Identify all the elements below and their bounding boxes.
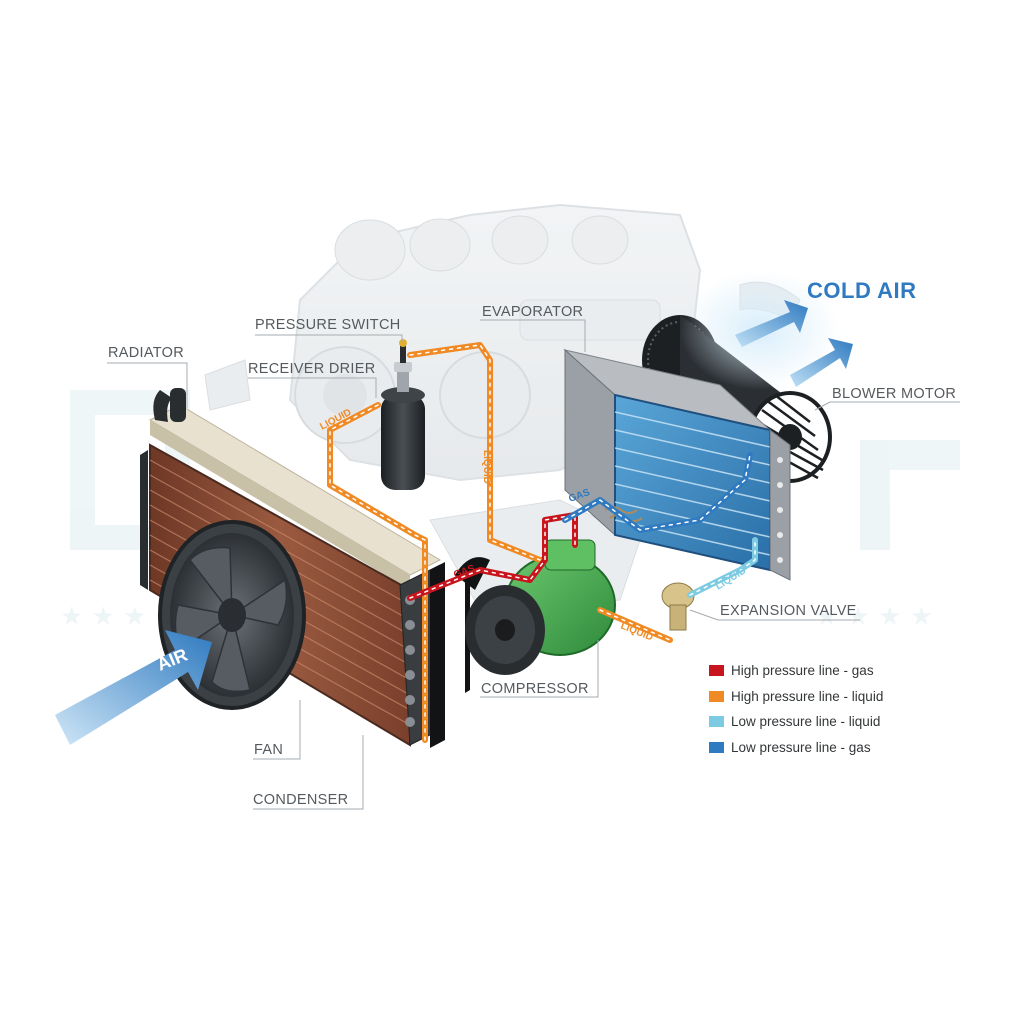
label-radiator: RADIATOR: [108, 345, 184, 361]
label-expansion-valve: EXPANSION VALVE: [720, 603, 857, 619]
receiver-drier: [381, 339, 425, 490]
compressor: [455, 539, 616, 675]
liquid-tag: LIQUID: [481, 450, 492, 484]
legend-label: High pressure line - liquid: [731, 688, 884, 704]
label-pressure-switch: PRESSURE SWITCH: [255, 317, 401, 333]
legend-swatch: [709, 665, 724, 677]
legend: High pressure line - gas High pressure l…: [709, 658, 959, 760]
leader-lines: [107, 319, 960, 810]
legend-swatch: [709, 690, 724, 702]
label-blower-motor: BLOWER MOTOR: [832, 386, 957, 402]
legend-item: Low pressure line - gas: [709, 735, 959, 761]
label-compressor: COMPRESSOR: [481, 681, 589, 697]
label-receiver-drier: RECEIVER DRIER: [248, 361, 376, 377]
legend-label: Low pressure line - gas: [731, 739, 871, 755]
legend-swatch: [709, 741, 724, 753]
legend-label: Low pressure line - liquid: [731, 714, 881, 730]
radiator: [148, 388, 442, 590]
legend-item: Low pressure line - liquid: [709, 709, 959, 735]
legend-item: High pressure line - gas: [709, 658, 959, 684]
cold-air-arrows: [735, 300, 853, 387]
label-condenser: CONDENSER: [253, 792, 349, 808]
fan: [158, 520, 306, 710]
refrigerant-lines: [327, 342, 758, 743]
svg-text:★ ★ ★ ★: ★ ★ ★ ★: [815, 602, 933, 632]
legend-swatch: [709, 716, 724, 728]
label-evaporator: EVAPORATOR: [482, 304, 584, 320]
legend-item: High pressure line - liquid: [709, 684, 959, 710]
label-fan: FAN: [254, 742, 284, 758]
expansion-valve: [604, 506, 695, 631]
legend-label: High pressure line - gas: [731, 663, 874, 679]
liquid-tag: LIQUID: [714, 565, 749, 592]
cold-air-label: COLD AIR: [807, 278, 917, 303]
